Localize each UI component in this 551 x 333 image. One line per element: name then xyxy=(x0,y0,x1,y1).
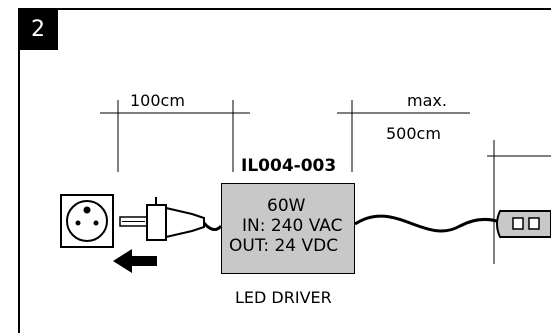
led-connector-icon xyxy=(496,210,551,238)
dimension-max-length-marker xyxy=(337,100,551,264)
wall-socket-icon xyxy=(60,194,114,248)
driver-power-text: 60W xyxy=(267,196,306,216)
driver-input-text: IN: 240 VAC xyxy=(242,216,343,236)
cable-length-label: 100cm xyxy=(130,91,185,110)
driver-output-text: OUT: 24 VDC xyxy=(229,236,339,256)
led-driver-box xyxy=(221,183,355,274)
max-length-label: 500cm xyxy=(386,124,441,143)
output-cable xyxy=(354,214,501,233)
power-plug-icon xyxy=(119,197,205,241)
step-number-badge: 2 xyxy=(18,8,58,50)
unplug-arrow-icon xyxy=(113,249,157,273)
input-cable xyxy=(202,221,223,232)
led-driver-caption: LED DRIVER xyxy=(235,288,332,307)
driver-model-label: IL004-003 xyxy=(241,156,337,176)
diagram-frame xyxy=(18,8,551,333)
max-label: max. xyxy=(407,91,447,110)
dimension-100cm-marker xyxy=(100,100,250,172)
